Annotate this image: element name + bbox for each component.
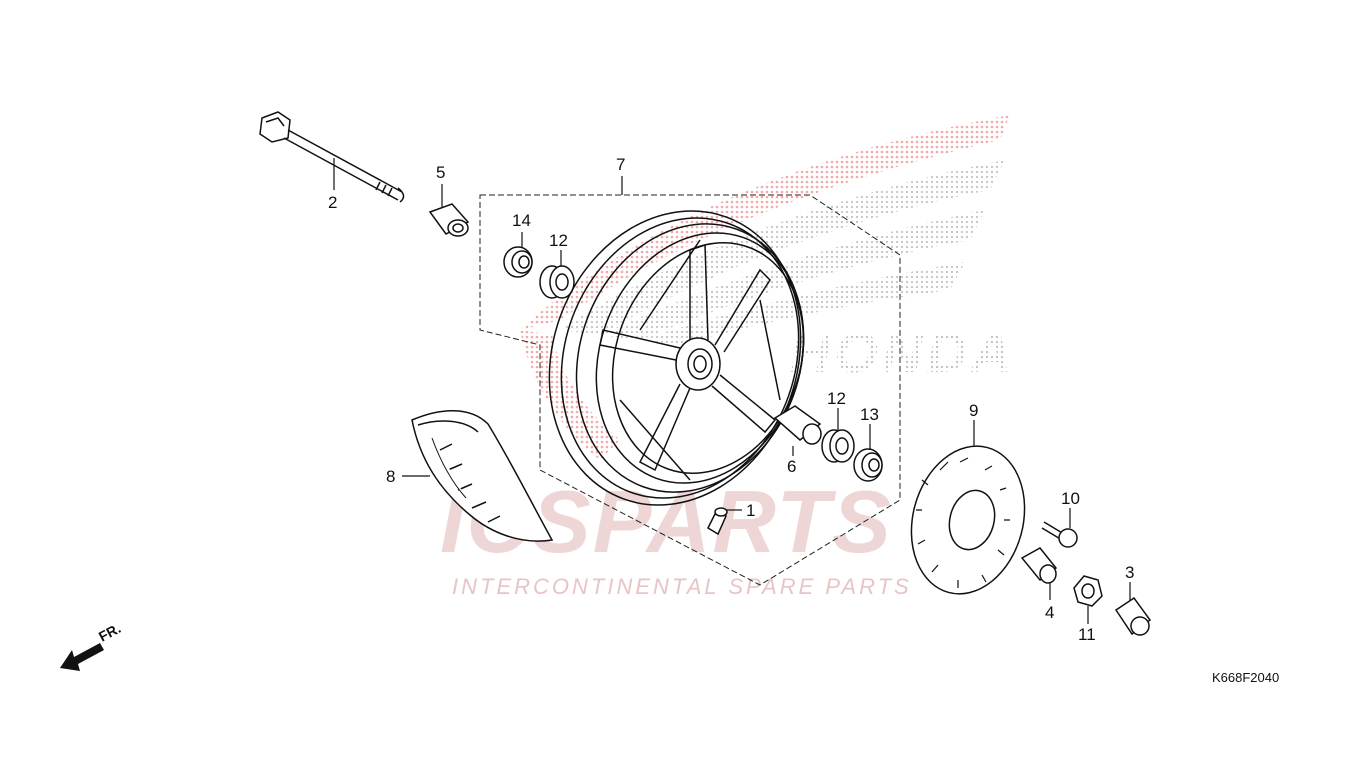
bearing-lower xyxy=(821,429,855,463)
leader-lines xyxy=(333,158,1131,624)
axle-nut xyxy=(1073,575,1103,607)
axle-bolt xyxy=(259,111,405,203)
callout-5: 5 xyxy=(436,163,445,182)
valve xyxy=(707,507,728,536)
callout-4: 4 xyxy=(1045,603,1054,622)
wheel-assembly-box xyxy=(479,194,901,586)
callout-13: 13 xyxy=(860,405,879,424)
callout-6: 6 xyxy=(787,457,796,476)
callout-7: 7 xyxy=(616,155,625,174)
side-collar xyxy=(428,203,470,237)
callout-9: 9 xyxy=(969,401,978,420)
bearing-13 xyxy=(853,448,883,482)
axle-cap xyxy=(1114,596,1152,636)
honda-wing-logo xyxy=(520,115,1010,460)
callout-labels: 7 2 5 14 12 12 13 6 1 8 9 10 4 11 3 xyxy=(328,155,1134,644)
distance-collar xyxy=(773,405,822,445)
callout-12-upper: 12 xyxy=(549,231,568,250)
collar xyxy=(1020,547,1058,584)
arrow-left-down-icon xyxy=(60,643,104,671)
front-wheel xyxy=(548,210,805,506)
brake-disc xyxy=(910,445,1026,595)
dust-seal xyxy=(503,246,533,278)
callout-2: 2 xyxy=(328,193,337,212)
brand-tagline-text: INTERCONTINENTAL SPARE PARTS xyxy=(452,574,912,599)
callout-10: 10 xyxy=(1061,489,1080,508)
tire xyxy=(411,410,554,542)
front-direction-indicator: FR. xyxy=(60,620,123,671)
bearing-upper xyxy=(539,265,575,299)
callout-3: 3 xyxy=(1125,563,1134,582)
watermark: HONDA ICSPARTS INTERCONTINENTAL SPARE PA… xyxy=(440,115,1015,599)
honda-watermark-text: HONDA xyxy=(790,321,1015,384)
callout-12-lower: 12 xyxy=(827,389,846,408)
callout-8: 8 xyxy=(386,467,395,486)
direction-label: FR. xyxy=(96,620,123,645)
drawing-code: K668F2040 xyxy=(1212,670,1279,685)
callout-1: 1 xyxy=(746,501,755,520)
callout-14: 14 xyxy=(512,211,531,230)
callout-11: 11 xyxy=(1078,625,1096,644)
disc-bolt xyxy=(1041,521,1078,548)
